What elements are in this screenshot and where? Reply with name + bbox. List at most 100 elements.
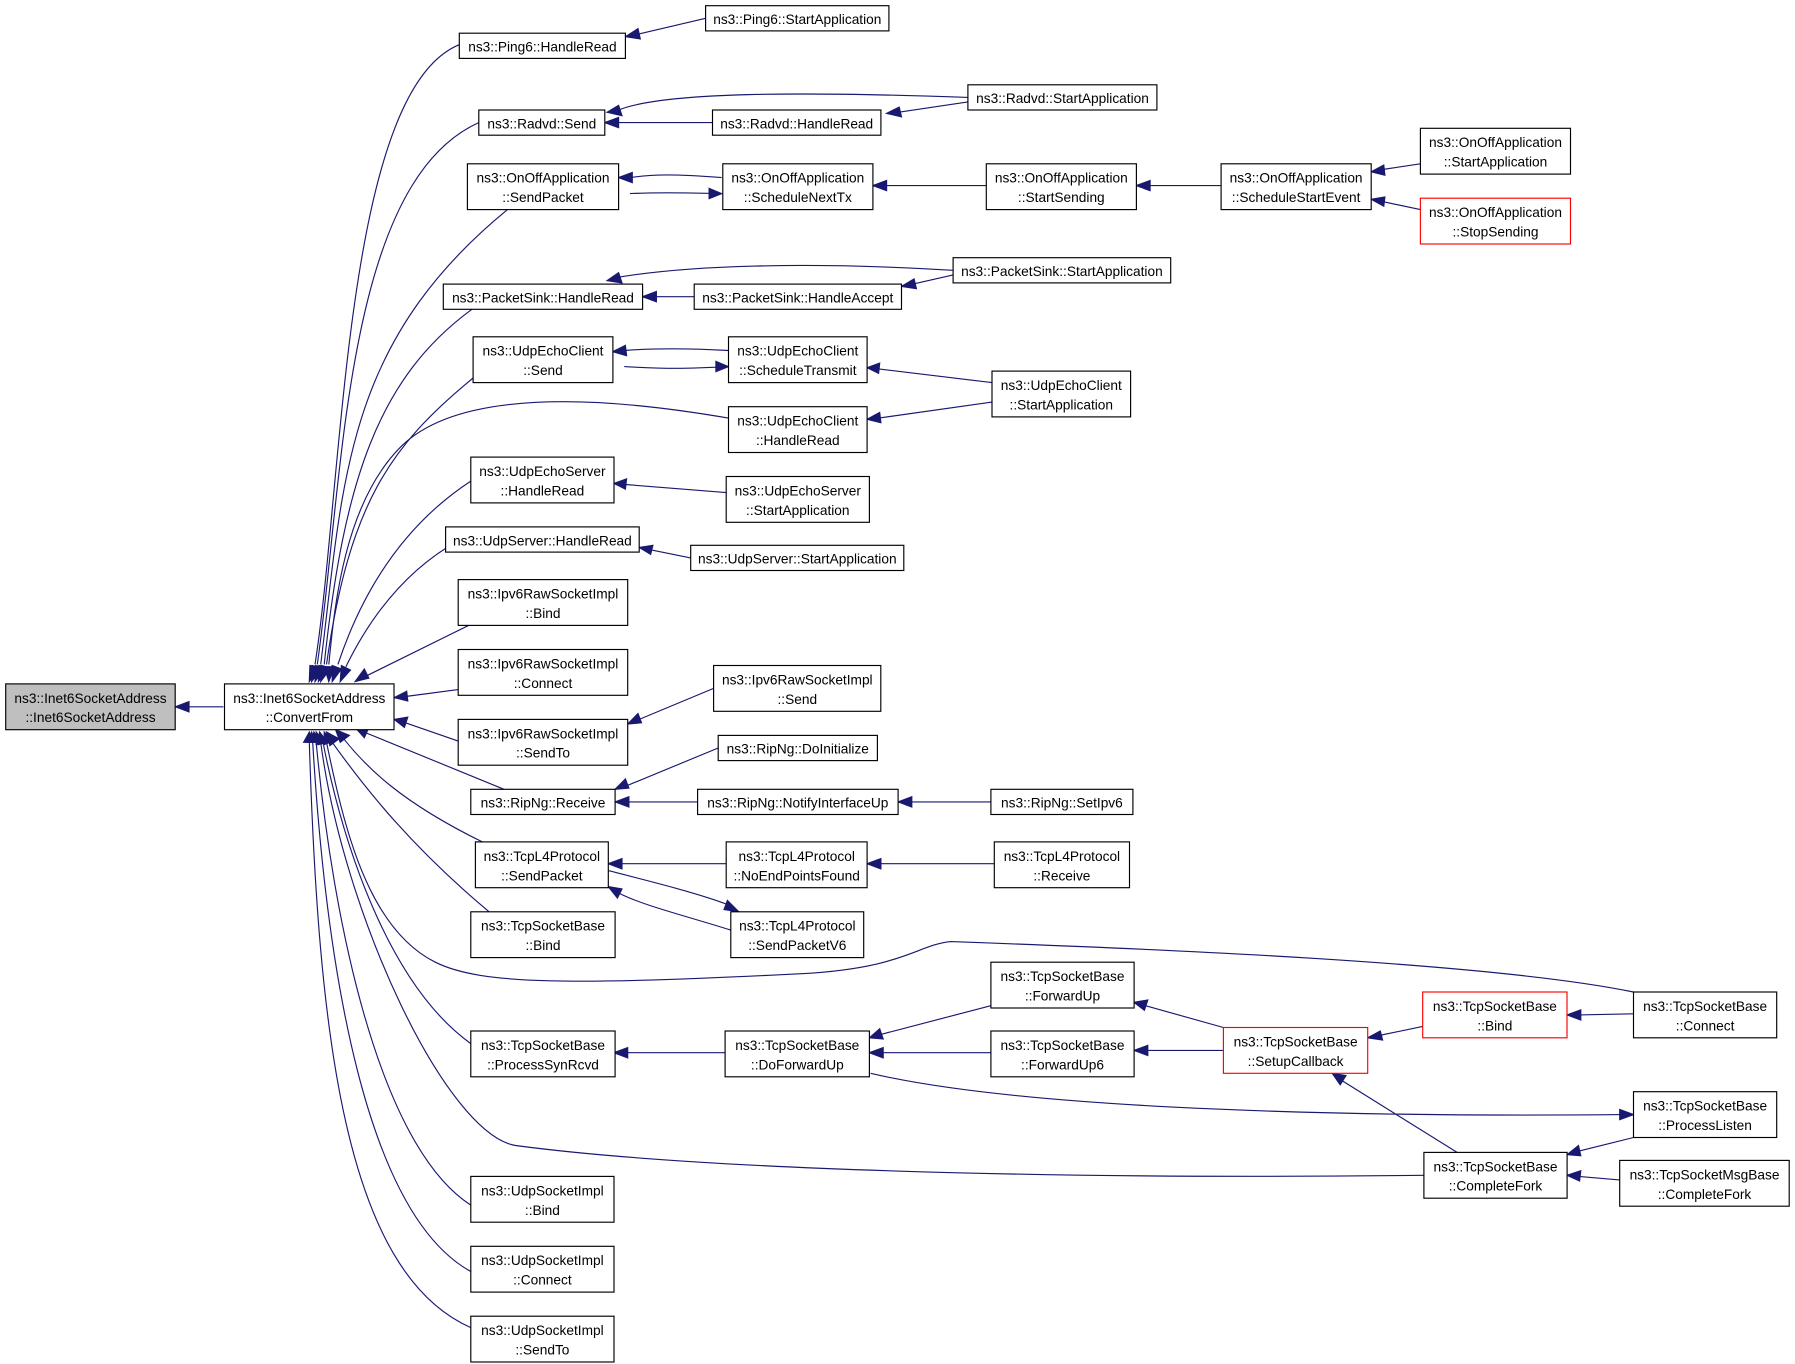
node-radvd-handleread[interactable]: ns3::Radvd::HandleRead xyxy=(711,109,882,136)
node-box xyxy=(727,336,868,384)
node-uec-schedtx[interactable]: ns3::UdpEchoClient::ScheduleTransmit xyxy=(727,336,868,384)
node-label: ns3::TcpSocketBase xyxy=(481,1038,605,1053)
call-edge xyxy=(606,857,727,870)
edge-arrowhead xyxy=(867,1046,884,1059)
edge-line xyxy=(898,101,968,113)
edge-line xyxy=(314,44,460,665)
node-ripng-setipv6[interactable]: ns3::RipNg::SetIpv6 xyxy=(990,788,1134,816)
node-tcpl4-receive[interactable]: ns3::TcpL4Protocol::Receive xyxy=(993,841,1131,889)
node-tsb-setupcb[interactable]: ns3::TcpSocketBase::SetupCallback xyxy=(1222,1026,1369,1074)
edge-line xyxy=(405,689,459,698)
node-label: ns3::Radvd::Send xyxy=(487,116,596,131)
node-convertfrom[interactable]: ns3::Inet6SocketAddress::ConvertFrom xyxy=(223,683,395,731)
node-ping6-handleread[interactable]: ns3::Ping6::HandleRead xyxy=(458,32,626,59)
node-tsmb-completefork[interactable]: ns3::TcpSocketMsgBase::CompleteFork xyxy=(1619,1159,1790,1207)
node-label: ns3::PacketSink::StartApplication xyxy=(961,264,1163,279)
node-onoff-schednexttx[interactable]: ns3::OnOffApplication::ScheduleNextTx xyxy=(722,163,874,211)
call-edge xyxy=(606,885,731,931)
node-box xyxy=(470,1245,615,1293)
node-psink-startapp[interactable]: ns3::PacketSink::StartApplication xyxy=(952,257,1172,284)
node-box xyxy=(442,283,644,310)
node-tsb-bind[interactable]: ns3::TcpSocketBase::Bind xyxy=(470,911,616,959)
call-edge xyxy=(308,44,460,684)
node-ipv6raw-sendto[interactable]: ns3::Ipv6RawSocketImpl::SendTo xyxy=(457,718,629,766)
node-ping6-startapp[interactable]: ns3::Ping6::StartApplication xyxy=(705,5,890,32)
node-ripng-doinit[interactable]: ns3::RipNg::DoInitialize xyxy=(717,734,878,762)
node-box xyxy=(470,788,616,816)
call-edge xyxy=(306,730,472,1273)
node-tsb-connect[interactable]: ns3::TcpSocketBase::Connect xyxy=(1632,991,1778,1039)
edge-line xyxy=(638,687,714,720)
node-usi-connect[interactable]: ns3::UdpSocketImpl::Connect xyxy=(470,1245,615,1293)
node-box xyxy=(724,1030,870,1078)
node-tsb-bind-r[interactable]: ns3::TcpSocketBase::Bind xyxy=(1422,991,1568,1039)
node-label: ::CompleteFork xyxy=(1449,1179,1543,1194)
node-tcpl4-noendpoints[interactable]: ns3::TcpL4Protocol::NoEndPointsFound xyxy=(725,841,868,889)
node-psink-handleaccept[interactable]: ns3::PacketSink::HandleAccept xyxy=(693,283,903,310)
call-edge xyxy=(339,540,459,684)
node-ripng-receive[interactable]: ns3::RipNg::Receive xyxy=(470,788,616,816)
node-ripng-notifyup[interactable]: ns3::RipNg::NotifyInterfaceUp xyxy=(697,788,899,816)
edge-line xyxy=(323,308,473,665)
node-label: ::Bind xyxy=(525,606,560,621)
edge-arrowhead xyxy=(899,278,918,290)
node-label: ::SendPacket xyxy=(501,868,583,883)
node-label: ::Bind xyxy=(1477,1018,1512,1033)
edge-line xyxy=(626,747,719,787)
edge-line xyxy=(312,742,472,1273)
node-tsb-proclisten[interactable]: ns3::TcpSocketBase::ProcessListen xyxy=(1632,1091,1778,1139)
node-tsb-completefork[interactable]: ns3::TcpSocketBase::CompleteFork xyxy=(1423,1151,1568,1199)
node-ues-startapp[interactable]: ns3::UdpEchoServer::StartApplication xyxy=(725,475,870,523)
node-onoff-sendpacket[interactable]: ns3::OnOffApplication::SendPacket xyxy=(466,163,620,211)
node-us-handleread[interactable]: ns3::UdpServer::HandleRead xyxy=(445,526,640,553)
node-uec-handleread[interactable]: ns3::UdpEchoClient::HandleRead xyxy=(727,406,868,454)
edge-arrowhead xyxy=(392,716,409,729)
node-onoff-startsending[interactable]: ns3::OnOffApplication::StartSending xyxy=(985,163,1137,211)
edge-line xyxy=(624,348,729,352)
node-tsb-procsynrcvd[interactable]: ns3::TcpSocketBase::ProcessSynRcvd xyxy=(470,1030,616,1078)
node-uec-send[interactable]: ns3::UdpEchoClient::Send xyxy=(472,336,614,384)
node-tsb-doforwardup[interactable]: ns3::TcpSocketBase::DoForwardUp xyxy=(724,1030,870,1078)
node-onoff-schedstart[interactable]: ns3::OnOffApplication::ScheduleStartEven… xyxy=(1220,163,1372,211)
node-box xyxy=(457,648,629,696)
node-ipv6raw-bind[interactable]: ns3::Ipv6RawSocketImpl::Bind xyxy=(457,579,629,626)
node-psink-handleread[interactable]: ns3::PacketSink::HandleRead xyxy=(442,283,644,310)
node-ipv6raw-connect[interactable]: ns3::Ipv6RawSocketImpl::Connect xyxy=(457,648,629,696)
edge-arrowhead xyxy=(868,1027,885,1040)
node-radvd-startapp[interactable]: ns3::Radvd::StartApplication xyxy=(967,84,1158,111)
node-uec-startapp[interactable]: ns3::UdpEchoClient::StartApplication xyxy=(991,370,1132,418)
call-edge xyxy=(865,401,993,424)
edge-arrowhead xyxy=(331,664,343,684)
node-tcpl4-sendpacket[interactable]: ns3::TcpL4Protocol::SendPacket xyxy=(474,841,609,889)
node-box xyxy=(1632,991,1778,1039)
edge-line xyxy=(1379,1025,1423,1037)
call-edge xyxy=(612,1046,726,1059)
edge-line xyxy=(343,738,483,843)
node-tsb-forwardup6[interactable]: ns3::TcpSocketBase::ForwardUp6 xyxy=(990,1030,1135,1078)
node-label: ns3::OnOffApplication xyxy=(1429,135,1562,150)
edge-arrowhead xyxy=(865,362,881,375)
node-box xyxy=(711,109,882,136)
node-us-startapp[interactable]: ns3::UdpServer::StartApplication xyxy=(690,544,905,572)
node-box xyxy=(1632,1091,1778,1139)
node-usi-bind[interactable]: ns3::UdpSocketImpl::Bind xyxy=(470,1175,615,1223)
node-onoff-startapp[interactable]: ns3::OnOffApplication::StartApplication xyxy=(1419,127,1572,175)
node-ipv6raw-send[interactable]: ns3::Ipv6RawSocketImpl::Send xyxy=(713,664,882,712)
node-label: ::ForwardUp xyxy=(1025,989,1101,1004)
edge-line xyxy=(328,401,729,665)
node-label: ns3::TcpL4Protocol xyxy=(739,919,855,934)
node-tsb-forwardup[interactable]: ns3::TcpSocketBase::ForwardUp xyxy=(990,961,1135,1009)
node-radvd-send[interactable]: ns3::Radvd::Send xyxy=(478,109,606,136)
call-edge xyxy=(353,622,474,683)
node-box xyxy=(725,475,870,523)
node-usi-sendto[interactable]: ns3::UdpSocketImpl::SendTo xyxy=(470,1315,615,1363)
node-ues-handleread[interactable]: ns3::UdpEchoServer::HandleRead xyxy=(470,456,615,504)
node-root[interactable]: ns3::Inet6SocketAddress::Inet6SocketAddr… xyxy=(5,683,176,731)
node-label: ns3::PacketSink::HandleRead xyxy=(452,290,634,305)
node-label: ns3::RipNg::Receive xyxy=(481,796,606,811)
node-tcpl4-sendpacketv6[interactable]: ns3::TcpL4Protocol::SendPacketV6 xyxy=(730,911,865,959)
node-box xyxy=(474,841,609,889)
edge-arrowhead xyxy=(1365,1030,1384,1041)
node-onoff-stopsending[interactable]: ns3::OnOffApplication::StopSending xyxy=(1419,197,1572,245)
node-box xyxy=(1220,163,1372,211)
